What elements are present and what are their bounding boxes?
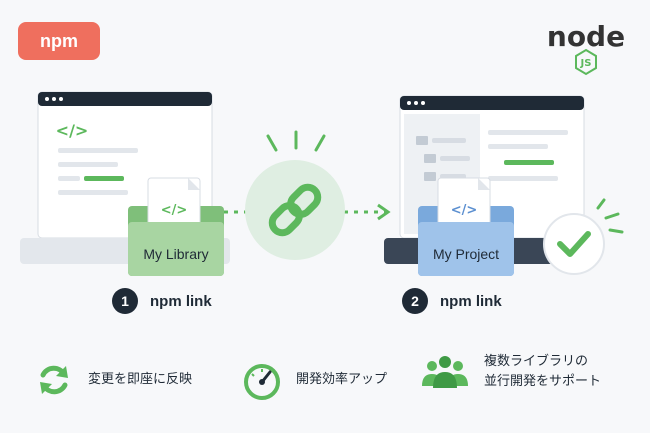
feature-2-text: 開発効率アップ [296, 370, 387, 390]
library-folder-label: My Library [143, 246, 209, 262]
step-2: 2 npm link [402, 288, 502, 314]
nodejs-logo-text: node [547, 20, 625, 53]
step-1-number: 1 [112, 288, 138, 314]
sparkle-lines [266, 130, 326, 152]
feature-parallel-dev: 複数ライブラリの 並行開発をサポート [420, 352, 601, 392]
nodejs-logo-sub: JS [580, 58, 592, 69]
step-1: 1 npm link [112, 288, 212, 314]
nodejs-logo: node JS [547, 20, 625, 76]
users-icon [422, 356, 468, 388]
library-folder: </> [128, 177, 224, 276]
feature-1-line-1: 変更を即座に反映 [88, 372, 193, 387]
refresh-icon [40, 365, 68, 395]
feature-3-text: 複数ライブラリの 並行開発をサポート [484, 352, 601, 392]
chain-link-icon [268, 183, 322, 237]
feature-instant-reflect: 変更を即座に反映 [34, 360, 192, 400]
project-folder: </> [418, 177, 514, 276]
check-icon [543, 198, 624, 275]
step-2-number: 2 [402, 288, 428, 314]
npm-badge: npm [18, 22, 100, 60]
project-file-code-glyph: </> [451, 203, 478, 218]
feature-3-line-1: 複数ライブラリの [484, 354, 589, 369]
speedometer-icon [244, 364, 280, 400]
feature-3-line-2: 並行開発をサポート [484, 374, 602, 389]
feature-2-line-1: 開発効率アップ [296, 372, 388, 387]
step-2-label: npm link [440, 292, 502, 310]
feature-1-text: 変更を即座に反映 [88, 370, 192, 390]
step-1-label: npm link [150, 292, 212, 310]
code-glyph: </> [56, 121, 89, 140]
feature-efficiency: 開発効率アップ [242, 360, 387, 400]
library-file-code-glyph: </> [161, 203, 188, 218]
project-folder-label: My Project [432, 246, 500, 262]
